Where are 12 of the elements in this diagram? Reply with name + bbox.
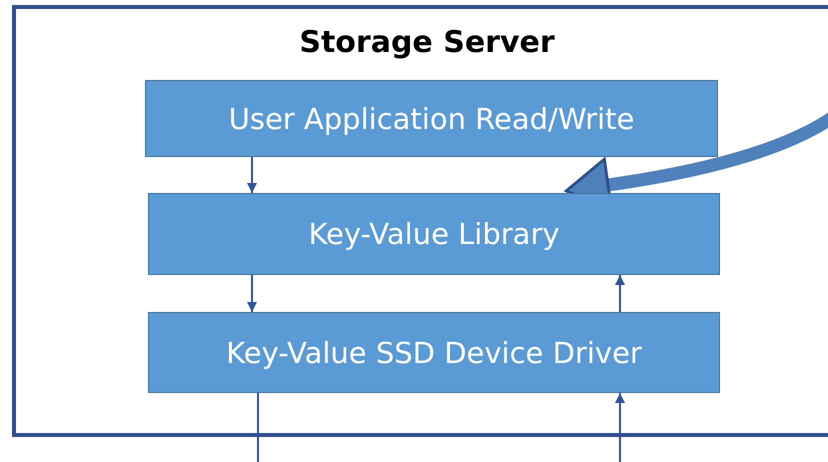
box-label: Key-Value Library bbox=[308, 217, 560, 251]
box-label: Key-Value SSD Device Driver bbox=[226, 336, 642, 370]
box-label: User Application Read/Write bbox=[228, 102, 634, 136]
server-frame bbox=[12, 5, 828, 437]
arrow bbox=[615, 393, 625, 462]
process-box bbox=[148, 193, 720, 275]
frame-title: Storage Server bbox=[299, 25, 555, 60]
arrow bbox=[615, 275, 625, 312]
arrow bbox=[247, 275, 257, 312]
process-box bbox=[148, 312, 720, 393]
process-box bbox=[145, 80, 718, 157]
arrow bbox=[247, 157, 257, 193]
